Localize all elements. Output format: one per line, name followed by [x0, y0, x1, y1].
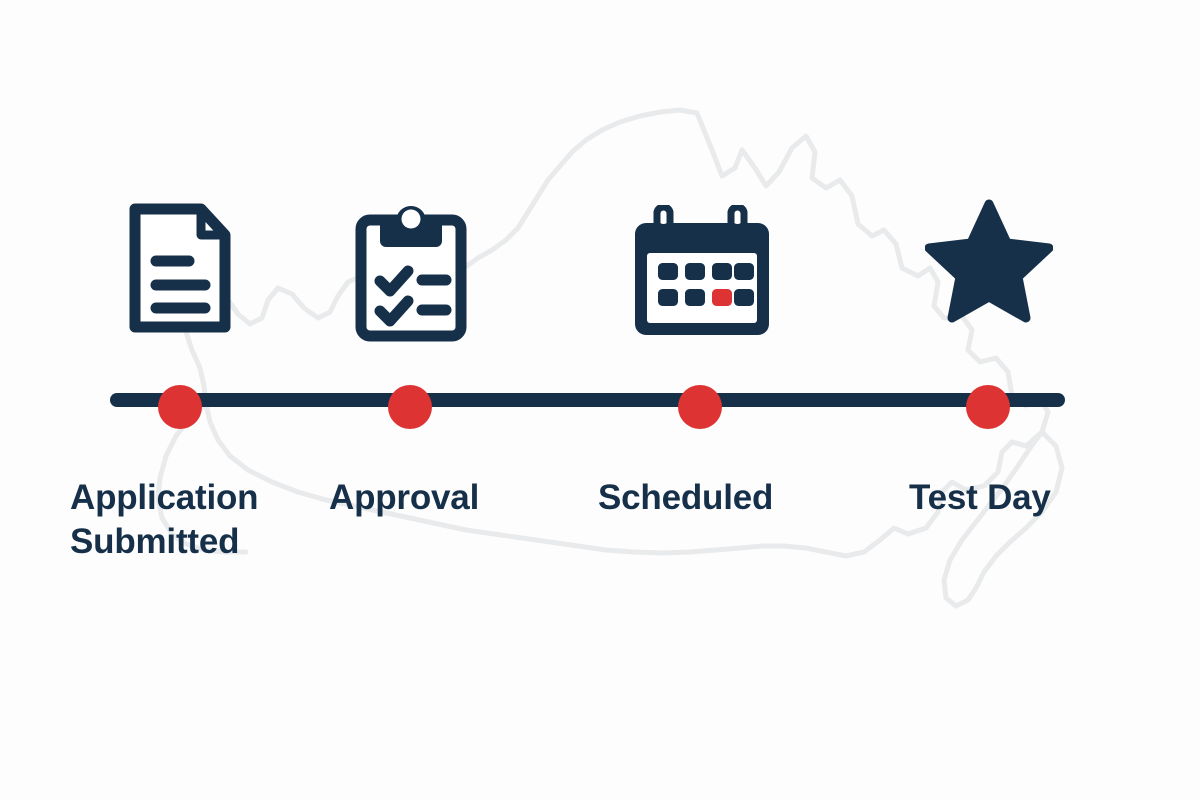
step-label-application-submitted: Application Submitted: [70, 478, 259, 562]
clipboard-check-icon: [355, 206, 467, 342]
timeline-dot-application-submitted[interactable]: [158, 385, 202, 429]
step-label-scheduled: Scheduled: [598, 478, 774, 517]
step-label-approval: Approval: [329, 478, 480, 517]
icon-slot-approval: [352, 195, 470, 345]
calendar-highlighted-day: [712, 289, 732, 306]
document-icon: [129, 203, 231, 333]
icon-slot-test-day: [925, 198, 1053, 323]
icon-slot-application-submitted: [120, 198, 240, 338]
timeline-dot-scheduled[interactable]: [678, 385, 722, 429]
timeline-track: [110, 393, 1065, 407]
step-label-test-day: Test Day: [909, 478, 1051, 517]
star-icon: [925, 199, 1053, 323]
calendar-icon: [635, 205, 769, 335]
icon-slot-scheduled: [630, 205, 775, 340]
timeline-dot-test-day[interactable]: [966, 385, 1010, 429]
timeline-dot-approval[interactable]: [388, 385, 432, 429]
